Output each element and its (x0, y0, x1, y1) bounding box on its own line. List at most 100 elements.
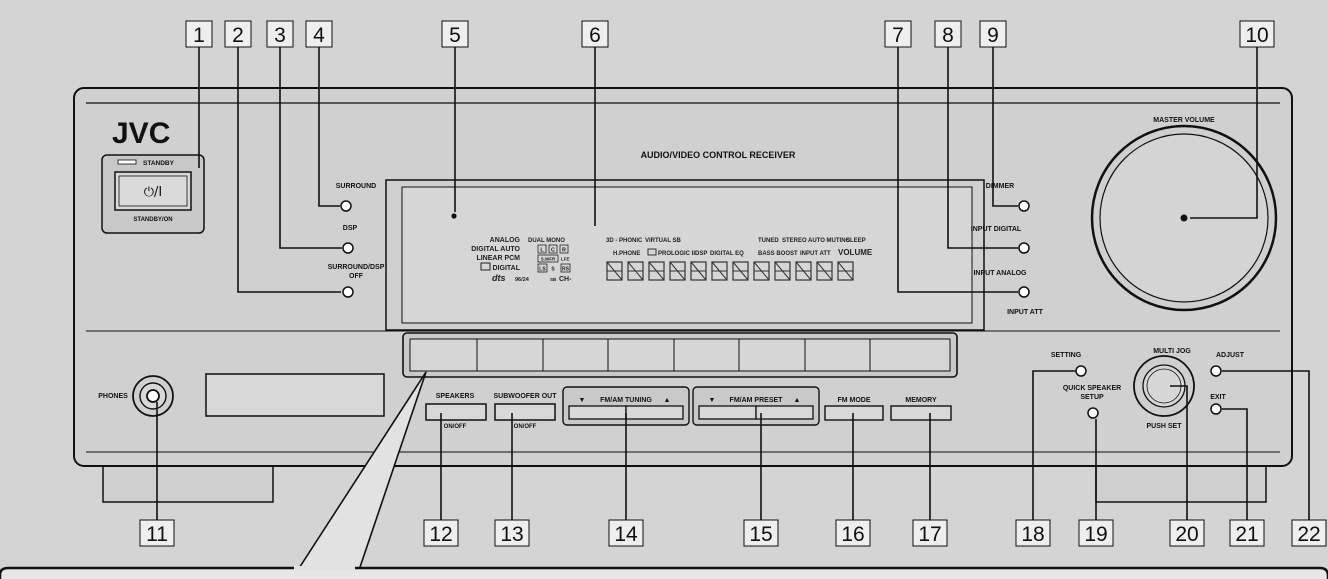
svg-text:10: 10 (1245, 24, 1268, 47)
callout-2: 2 (224, 20, 252, 48)
leader-7 (897, 47, 1018, 293)
display-digital-auto: DIGITAL AUTO (471, 246, 520, 253)
standby-indicator-lamp (117, 159, 137, 165)
memory-button[interactable] (890, 405, 952, 421)
callout-17: 17 (912, 519, 948, 547)
fm-am-tuning-label: FM/AM TUNING (600, 397, 652, 404)
tuning-down-button[interactable] (568, 405, 627, 420)
front-door-dividers (476, 339, 871, 371)
quick-speaker-setup-button[interactable] (1087, 407, 1099, 419)
subwoofer-out-button[interactable] (494, 403, 556, 421)
display-ch-swfr: S.WFR (541, 257, 556, 262)
display-auto-muting: AUTO MUTING (808, 238, 851, 244)
dimmer-button[interactable] (1018, 200, 1030, 212)
callout-6: 6 (581, 20, 609, 48)
left-foot (102, 461, 274, 503)
callout-15: 15 (743, 519, 779, 547)
svg-text:7: 7 (892, 24, 904, 47)
tuning-down-arrow: ▼ (579, 397, 586, 404)
svg-text:13: 13 (500, 523, 523, 546)
display-dual-mono: DUAL MONO (528, 238, 565, 244)
zoom-callout-gap (294, 566, 355, 571)
callout-21: 21 (1229, 519, 1265, 547)
zoom-callout-edge-left (291, 371, 427, 579)
callout-4: 4 (305, 20, 333, 48)
fm-mode-button[interactable] (824, 405, 884, 421)
input-analog-label: INPUT ANALOG (973, 270, 1027, 277)
tuning-up-button[interactable] (625, 405, 684, 420)
adjust-button[interactable] (1210, 365, 1222, 377)
display-analog: ANALOG (490, 237, 521, 244)
svg-text:21: 21 (1235, 523, 1258, 546)
display-3d-phonic: 3D - PHONIC (606, 238, 643, 244)
display-tuned: TUNED (758, 238, 779, 244)
callout-8: 8 (934, 20, 962, 48)
quick-speaker-label-line2: SETUP (1080, 394, 1104, 401)
svg-text:22: 22 (1297, 523, 1320, 546)
surround-button[interactable] (340, 200, 352, 212)
display-dts-96-24: 96/24 (515, 277, 530, 283)
leader-10 (1190, 47, 1258, 219)
leader-20 (1170, 385, 1188, 520)
svg-text:8: 8 (942, 24, 954, 47)
display-ch-r: R (562, 248, 566, 254)
svg-text:15: 15 (749, 523, 772, 546)
preset-up-button[interactable] (755, 405, 814, 420)
callout-16: 16 (835, 519, 871, 547)
svg-text:12: 12 (429, 523, 452, 546)
display-ch-c: C (551, 248, 555, 254)
display-dts: dts (492, 273, 506, 283)
svg-text:16: 16 (841, 523, 864, 546)
preset-up-arrow: ▲ (794, 397, 801, 404)
display-indicators: ANALOG DIGITAL AUTO LINEAR PCM DIGITAL d… (471, 237, 873, 283)
fm-mode-label: FM MODE (837, 397, 870, 404)
display-volume: VOLUME (838, 248, 873, 257)
display-dolby-digital: DIGITAL (493, 265, 521, 272)
fm-am-preset-label: FM/AM PRESET (730, 397, 784, 404)
exit-button[interactable] (1210, 403, 1222, 415)
brand-logo: JVC (112, 117, 170, 150)
quick-speaker-label-line1: QUICK SPEAKER (1063, 385, 1121, 392)
callout-19: 19 (1078, 519, 1114, 547)
multi-jog-label: MULTI JOG (1153, 348, 1191, 355)
phones-jack-hole (146, 389, 160, 403)
svg-text:11: 11 (146, 523, 168, 546)
svg-text:19: 19 (1084, 523, 1107, 546)
callout-3: 3 (266, 20, 294, 48)
exit-label: EXIT (1210, 394, 1226, 401)
input-analog-button[interactable] (1018, 286, 1030, 298)
speakers-on-off-label: ON/OFF (444, 424, 467, 430)
display-ch-minus: CH- (559, 276, 572, 283)
display-sleep: SLEEP (846, 238, 866, 244)
zoom-callout-box-top (0, 566, 1328, 579)
speakers-button[interactable] (425, 403, 487, 421)
callout-13: 13 (494, 519, 530, 547)
svg-text:14: 14 (614, 523, 638, 546)
svg-text:9: 9 (987, 24, 999, 47)
dsp-button[interactable] (342, 242, 354, 254)
leader-8 (947, 47, 1018, 249)
setting-button[interactable] (1075, 365, 1087, 377)
tuning-up-arrow: ▲ (664, 397, 671, 404)
input-att-label: INPUT ATT (1007, 309, 1043, 316)
leader-4 (318, 47, 340, 207)
display-ch-s: S (551, 267, 555, 273)
callout-22: 22 (1291, 519, 1327, 547)
leader-9 (992, 47, 1018, 207)
callout-7: 7 (884, 20, 912, 48)
display-ch-rs: RS (562, 267, 570, 273)
display-hphone: H.PHONE (613, 251, 640, 257)
display-dsp: DSP (695, 251, 707, 257)
front-panel-slot (205, 373, 385, 417)
callout-1: 1 (185, 20, 213, 48)
display-window-sensor (451, 213, 457, 219)
surround-dsp-off-button[interactable] (342, 286, 354, 298)
power-icon: ⏻/I (144, 185, 163, 200)
callout-leader-lines (156, 47, 1310, 520)
callout-5: 5 (441, 20, 469, 48)
zoom-callout-edge-right (355, 371, 427, 579)
input-digital-button[interactable] (1018, 242, 1030, 254)
preset-down-button[interactable] (698, 405, 757, 420)
standby-on-button[interactable] (114, 171, 192, 211)
